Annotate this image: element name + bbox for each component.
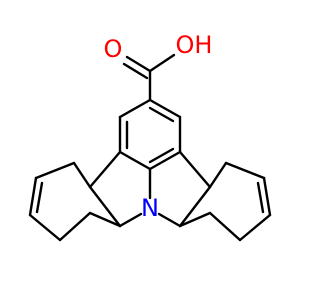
- atom-labels: O OH N: [104, 31, 213, 222]
- bond-ar-double-bottom: [148, 147, 175, 164]
- bond-right-ring-b: [178, 185, 212, 228]
- bond-ar-3: [148, 150, 182, 171]
- bond-right-cp-3: [262, 176, 272, 217]
- structure-drawing: O OH N: [28, 31, 272, 242]
- bond-left-cp-4: [28, 213, 62, 242]
- bond-left-ring-a: [88, 150, 122, 189]
- bond-left-cp-double: [35, 181, 44, 214]
- bond-left-cp-1: [72, 161, 92, 189]
- bond-right-cp-4: [238, 213, 272, 242]
- bond-right-cp-5: [208, 211, 242, 242]
- bond-carbonyl-outer: [125, 55, 152, 73]
- bond-ar-6: [118, 98, 152, 119]
- bond-n-ch2-right: [157, 212, 182, 228]
- bond-left-cp-2: [34, 161, 76, 180]
- bond-right-ring-a: [178, 150, 212, 189]
- bond-right-cp-2: [224, 161, 266, 180]
- molecule-canvas: O OH N: [28, 31, 272, 242]
- carbonyl-oxygen-label: O: [104, 35, 123, 63]
- bond-carbonyl-inner: [122, 62, 149, 80]
- bond-right-ring-c: [178, 211, 212, 228]
- bond-left-cp-5: [58, 211, 92, 242]
- bond-ar-double-top: [148, 106, 175, 123]
- bond-left-cp-3: [28, 176, 38, 217]
- bond-n-ch2-left: [118, 212, 143, 228]
- bond-c-oh: [148, 53, 176, 73]
- bonds: [28, 53, 272, 242]
- bond-right-cp-1: [208, 161, 228, 189]
- nitrogen-label: N: [141, 194, 159, 222]
- bond-right-cp-double: [256, 181, 265, 214]
- bond-left-ring-b: [88, 185, 122, 228]
- bond-ar-4: [118, 150, 152, 171]
- bond-ar-1: [148, 98, 182, 119]
- bond-left-ring-c: [88, 211, 122, 228]
- hydroxyl-label: OH: [176, 31, 213, 59]
